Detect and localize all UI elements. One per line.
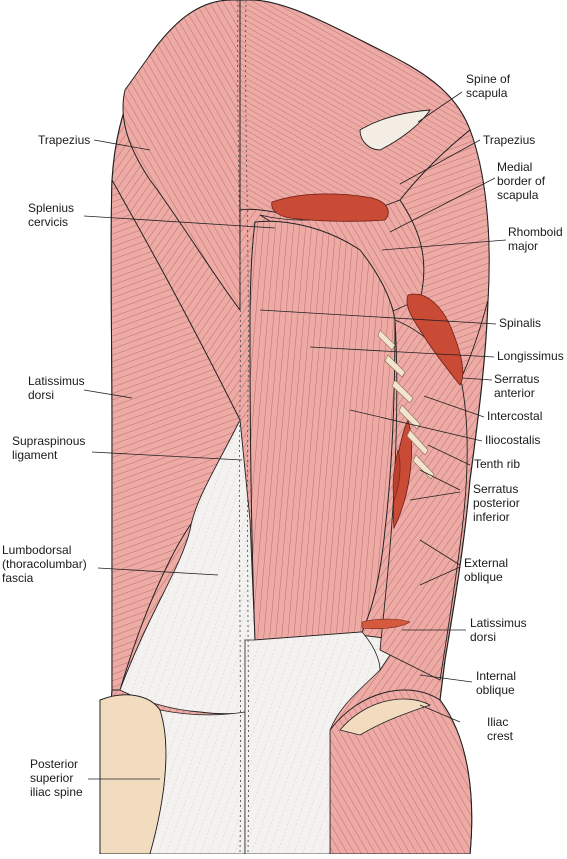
leader-lines (83, 91, 507, 780)
leader-longissimus (309, 346, 495, 358)
left-latissimus-dorsi (110, 178, 241, 691)
label-intercostal: Intercostal (487, 409, 543, 423)
leader-spine-of-scapula (417, 91, 463, 123)
ribs (377, 329, 435, 480)
label-serratus-anterior: Serratus anterior (494, 372, 540, 400)
spine-midline (237, 0, 250, 855)
serratus-posterior-inferior-tendon (392, 418, 413, 530)
label-external-oblique: External oblique (464, 556, 509, 584)
label-supraspinous-ligament: Supraspinous ligament (12, 434, 86, 462)
label-tenth-rib: Tenth rib (474, 457, 521, 471)
right-red-tendon (406, 293, 464, 386)
leader-rhomboid (381, 239, 507, 251)
label-spinalis: Spinalis (499, 316, 542, 330)
label-latissimus-dorsi-right: Latissimus dorsi (470, 616, 527, 644)
leader-external-oblique-1 (419, 539, 461, 566)
leader-latissimus-left (83, 389, 133, 399)
leader-serratus-anterior (461, 377, 493, 381)
leader-spi-1 (419, 469, 461, 491)
leader-splenius-cervicis (83, 215, 276, 229)
label-internal-oblique: Internal oblique (476, 669, 517, 697)
label-latissimus-dorsi-left: Latissimus dorsi (28, 374, 85, 402)
label-splenius-cervicis: Splenius cervicis (28, 201, 75, 229)
label-longissimus: Longissimus (497, 349, 564, 363)
leader-medial-border (389, 177, 496, 233)
label-trapezius-right: Trapezius (483, 133, 536, 147)
leader-internal-oblique (419, 674, 473, 683)
label-lumbodorsal-fascia: Lumbodorsal (thoracolumbar) fascia (2, 543, 87, 585)
leader-spi-2 (409, 491, 461, 501)
label-rhomboid-major: Rhomboid major (508, 225, 563, 253)
spine-of-scapula-bone (359, 109, 431, 151)
splenius-tendon (271, 193, 389, 222)
erector-spinae (249, 220, 396, 641)
lower-fascia (244, 631, 381, 855)
label-medial-border-scapula: Medial border of scapula (497, 160, 546, 202)
label-iliocostalis: Iliocostalis (485, 433, 541, 447)
leader-trapezius-left (93, 139, 151, 151)
leader-iliocostalis (349, 409, 483, 442)
label-posterior-superior-iliac-spine: Posterior superior iliac spine (30, 757, 83, 799)
left-trapezius (122, 0, 241, 312)
label-serratus-posterior-inferior: Serratus posterior inferior (473, 482, 520, 524)
leader-trapezius-right (399, 139, 481, 185)
leader-lumbodorsal (97, 567, 219, 576)
label-trapezius-left: Trapezius (38, 133, 91, 147)
leader-intercostal (423, 395, 485, 418)
latissimus-tendon (361, 618, 411, 630)
serratus-tendon-2 (392, 449, 401, 502)
leader-iliac-crest (419, 704, 461, 723)
label-iliac-crest: Iliac crest (487, 715, 514, 743)
iliac-crest-bone (339, 698, 432, 736)
leader-supraspinous (91, 451, 243, 461)
leader-external-oblique-2 (419, 566, 461, 586)
leader-tenth-rib (427, 444, 471, 466)
leader-spinalis (259, 309, 497, 325)
label-spine-of-scapula: Spine of scapula (466, 72, 511, 100)
